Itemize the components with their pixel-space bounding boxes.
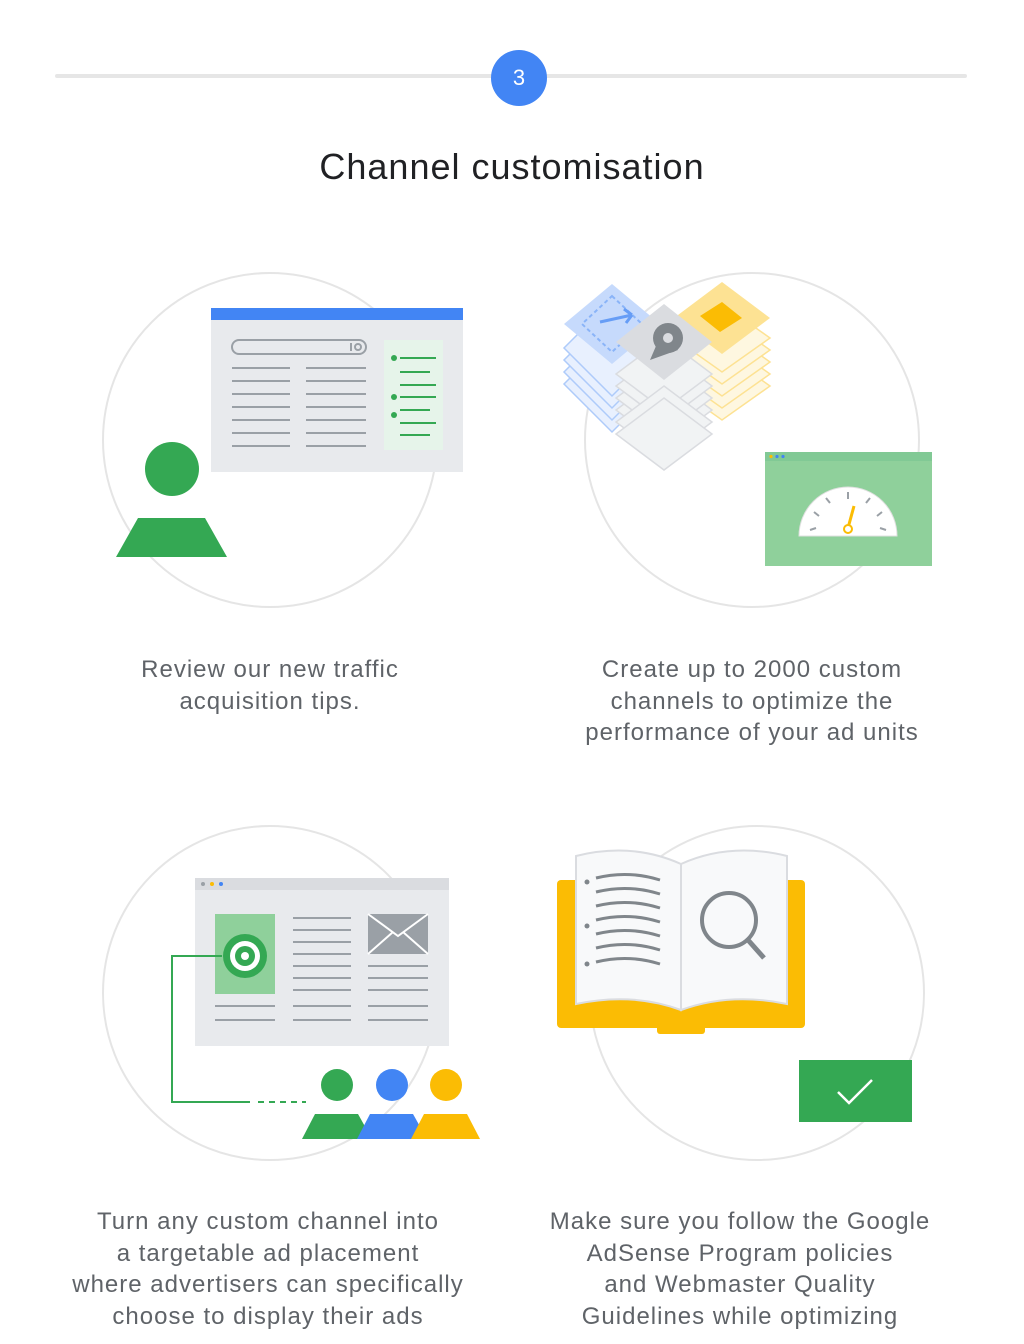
step-number-badge: 3: [491, 50, 547, 106]
gray-layer-stack-icon: [614, 304, 714, 471]
caption-line: Review our new traffic: [141, 656, 399, 683]
browser-window-icon: [211, 308, 463, 472]
caption-targetable-placement: Turn any custom channel into a targetabl…: [40, 1206, 496, 1332]
background-circle: [584, 272, 920, 608]
caption-custom-channels: Create up to 2000 custom channels to opt…: [542, 654, 962, 749]
connector-line: [171, 955, 306, 1103]
target-icon: [223, 934, 267, 978]
caption-line: a targetable ad placement: [116, 1239, 420, 1267]
page-title: Channel customisation: [319, 146, 705, 187]
person-icon: [116, 442, 227, 557]
caption-line: Create up to 2000 custom: [601, 656, 903, 683]
audience-group-icon: [302, 1069, 480, 1139]
speedometer-window-icon: [765, 452, 932, 566]
magnifier-icon: [700, 891, 766, 960]
custom-channels-illustration: [562, 272, 932, 608]
location-pin-icon: [650, 323, 683, 360]
caption-line: channels to optimize the: [610, 687, 894, 715]
caption-policies: Make sure you follow the Google AdSense …: [520, 1206, 960, 1332]
traffic-tips-illustration: [102, 272, 463, 608]
caption-line: AdSense Program policies: [586, 1239, 894, 1267]
caption-line: acquisition tips.: [179, 687, 361, 715]
open-book-icon: [557, 849, 805, 1034]
caption-line: Turn any custom channel into: [97, 1208, 439, 1235]
caption-line: where advertisers can specifically: [72, 1271, 464, 1298]
caption-traffic-tips: Review our new traffic acquisition tips.: [60, 654, 480, 717]
caption-line: choose to display their ads: [112, 1302, 424, 1330]
caption-line: and Webmaster Quality: [604, 1271, 876, 1298]
caption-line: Make sure you follow the Google: [549, 1208, 931, 1235]
caption-line: performance of your ad units: [585, 719, 919, 746]
caption-line: Guidelines while optimizing: [581, 1302, 899, 1330]
policies-illustration: [557, 825, 925, 1161]
check-badge-icon: [799, 1060, 912, 1122]
targetable-placement-illustration: [102, 825, 480, 1161]
mail-icon: [367, 913, 429, 955]
